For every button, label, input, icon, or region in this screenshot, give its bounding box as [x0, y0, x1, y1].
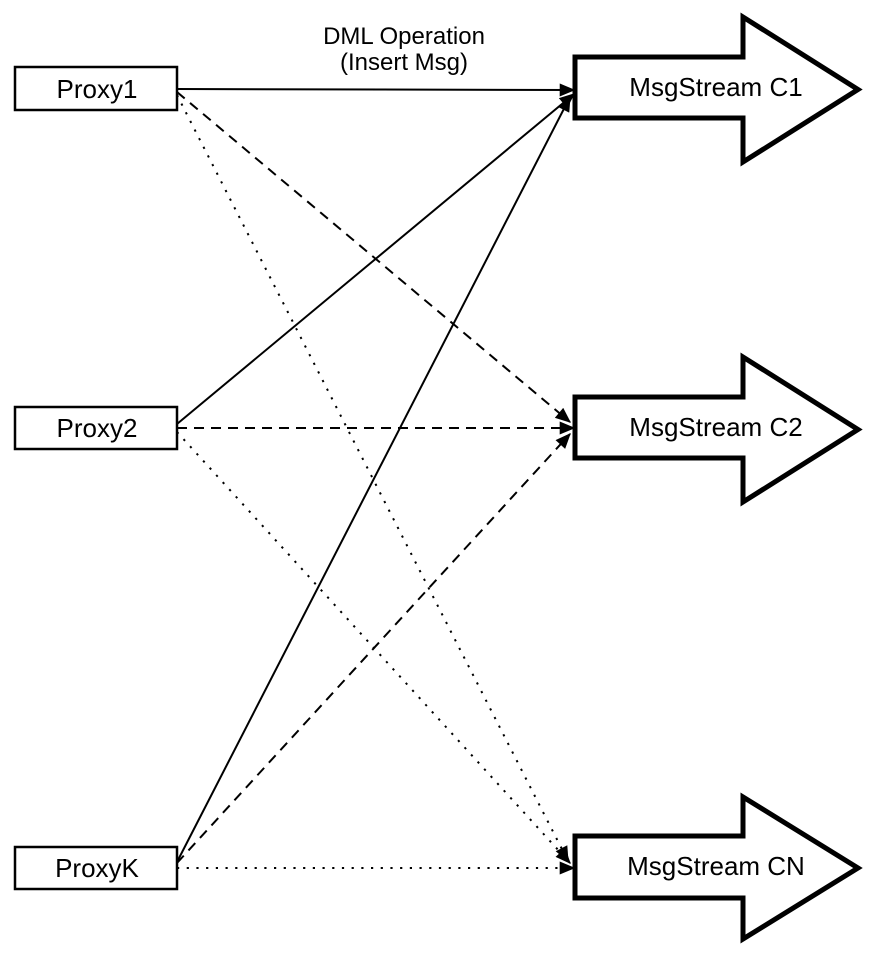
proxy1-label: Proxy1 [57, 74, 138, 104]
msgstream-c2-node: MsgStream C2 [572, 352, 863, 507]
msgstream-cn-label: MsgStream CN [627, 851, 805, 881]
edge-proxyk-to-c1-solid [176, 95, 571, 863]
edge-proxy1-to-c2-dashed [176, 91, 571, 423]
msgstream-cn-arrow [572, 792, 863, 944]
msgstream-cn-node: MsgStream CN [572, 792, 863, 944]
proxy1-node: Proxy1 [13, 65, 179, 112]
proxyk-box [13, 845, 179, 891]
proxy2-node: Proxy2 [13, 405, 179, 451]
msgstream-c2-label: MsgStream C2 [629, 412, 802, 442]
diagram-title-line1: DML Operation [323, 23, 485, 50]
msgstream-c1-arrow [572, 12, 863, 167]
msgstream-c2-arrow [572, 352, 863, 507]
proxy2-box [13, 405, 179, 451]
edge-proxy2-to-c1-solid [176, 93, 575, 425]
diagram-title-line2: (Insert Msg) [340, 49, 468, 76]
msgstream-c1-label: MsgStream C1 [629, 72, 802, 102]
edge-proxy1-to-c1-solid [176, 83, 576, 97]
edge-proxyk-to-c2-dashed [176, 433, 571, 864]
proxyk-label: ProxyK [55, 853, 139, 883]
msgstream-c1-node: MsgStream C1 [572, 12, 863, 167]
proxy1-box [13, 65, 179, 112]
proxy2-label: Proxy2 [57, 413, 138, 443]
proxyk-node: ProxyK [13, 845, 179, 891]
